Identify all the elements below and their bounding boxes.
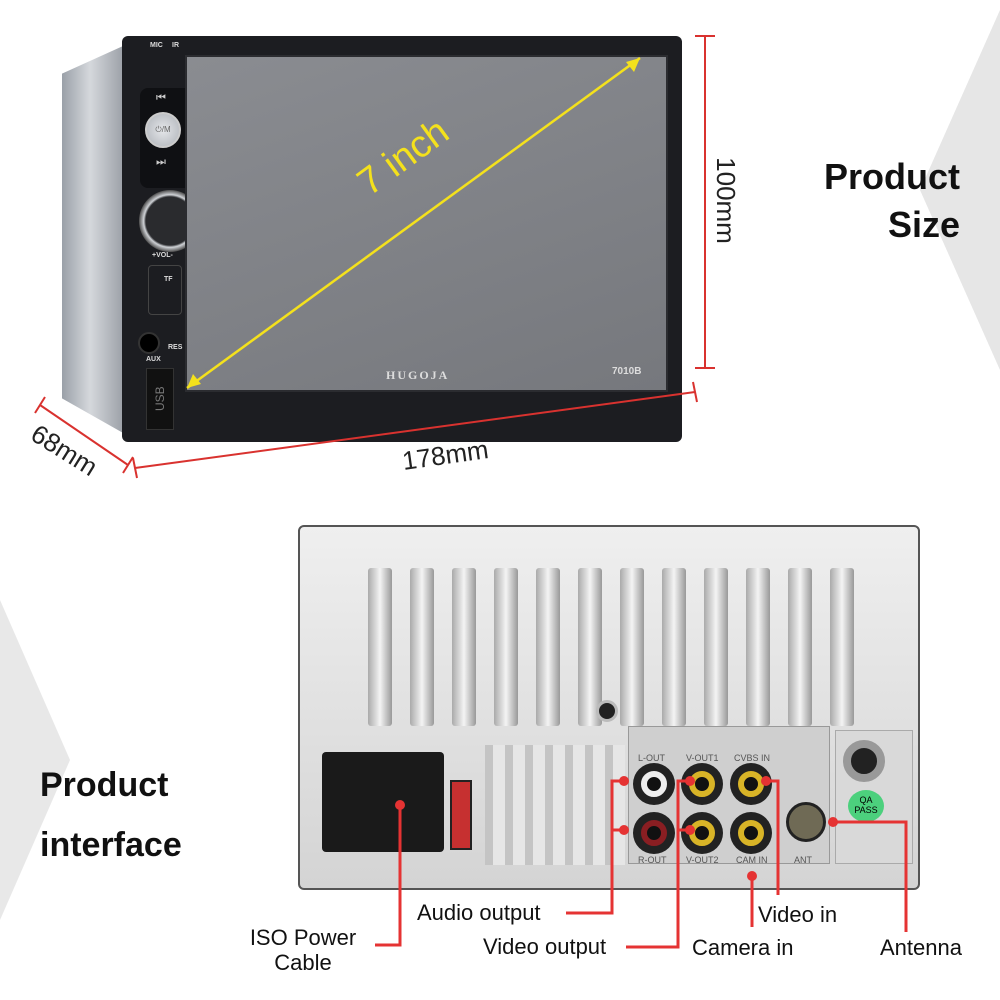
fin bbox=[578, 568, 602, 726]
tf-slot[interactable] bbox=[148, 265, 182, 315]
decor-triangle bbox=[0, 600, 70, 920]
aux-jack bbox=[138, 332, 160, 354]
brand-logo: HUGOJA bbox=[386, 368, 450, 382]
l-out-jack bbox=[633, 763, 675, 805]
fin bbox=[410, 568, 434, 726]
next-button[interactable]: ⏭ bbox=[156, 156, 166, 168]
prev-button[interactable]: ⏮ bbox=[156, 92, 166, 104]
fin bbox=[494, 568, 518, 726]
tf-label: TF bbox=[164, 276, 173, 283]
title-line: Product bbox=[823, 156, 960, 197]
decor-triangle bbox=[920, 10, 1000, 370]
cvbs-in-jack bbox=[730, 763, 772, 805]
vent bbox=[485, 745, 625, 865]
iso-connector bbox=[322, 752, 444, 852]
width-line bbox=[134, 391, 696, 469]
model-label: 7010B bbox=[612, 366, 642, 377]
jack-ring bbox=[738, 820, 764, 846]
fin bbox=[746, 568, 770, 726]
jack-label: R-OUT bbox=[638, 855, 667, 865]
callout-iso-power: ISO Power Cable bbox=[249, 925, 357, 975]
callout-lines bbox=[375, 776, 908, 949]
ir-label: IR bbox=[172, 42, 179, 49]
mount-hole bbox=[596, 700, 618, 722]
jack-ring bbox=[641, 771, 667, 797]
fin bbox=[788, 568, 812, 726]
product-interface-title: Product interface bbox=[40, 755, 182, 875]
v-out1-jack bbox=[681, 763, 723, 805]
callout-audio-output: Audio output bbox=[417, 900, 541, 925]
antenna-jack bbox=[786, 802, 826, 842]
fin bbox=[662, 568, 686, 726]
fin bbox=[452, 568, 476, 726]
fuse bbox=[450, 780, 472, 850]
res-label: RES bbox=[168, 344, 183, 351]
jack-label: CAM IN bbox=[736, 855, 768, 865]
jack-label: V-OUT2 bbox=[686, 855, 719, 865]
callout-video-output: Video output bbox=[483, 934, 607, 959]
arrow-head bbox=[626, 58, 640, 72]
fin bbox=[620, 568, 644, 726]
callout-camera-in: Camera in bbox=[692, 935, 794, 960]
jack-label: ANT bbox=[794, 855, 812, 865]
device-side bbox=[62, 42, 132, 438]
fin bbox=[536, 568, 560, 726]
jack-ring bbox=[641, 820, 667, 846]
aux-label: AUX bbox=[146, 356, 161, 363]
screen bbox=[185, 55, 668, 392]
arrow-head bbox=[187, 374, 201, 388]
callout-antenna: Antenna bbox=[880, 935, 962, 960]
grommet bbox=[843, 740, 885, 782]
fin bbox=[704, 568, 728, 726]
height-dim-label: 100mm bbox=[710, 157, 741, 244]
title-line: Size bbox=[887, 204, 960, 245]
title-line: interface bbox=[40, 826, 182, 864]
dimension-lines bbox=[34, 35, 715, 479]
product-size-title: Product Size bbox=[824, 153, 960, 249]
fin bbox=[368, 568, 392, 726]
r-out-jack bbox=[633, 812, 675, 854]
jack-label: L-OUT bbox=[638, 753, 665, 763]
jack-ring bbox=[738, 771, 764, 797]
title-line: Product bbox=[40, 766, 169, 804]
diagonal-line bbox=[186, 56, 641, 390]
callout-video-in: Video in bbox=[758, 902, 838, 927]
jack-label: V-OUT1 bbox=[686, 753, 719, 763]
depth-line bbox=[39, 404, 129, 466]
vol-label: +VOL- bbox=[152, 252, 173, 259]
cam-in-jack bbox=[730, 812, 772, 854]
mic-label: MIC bbox=[150, 42, 163, 49]
qa-pass-badge: QA PASS bbox=[848, 790, 884, 822]
power-button[interactable]: ⏻/M bbox=[145, 112, 181, 148]
chin bbox=[185, 392, 668, 432]
jack-label: CVBS IN bbox=[734, 753, 771, 763]
fin bbox=[830, 568, 854, 726]
